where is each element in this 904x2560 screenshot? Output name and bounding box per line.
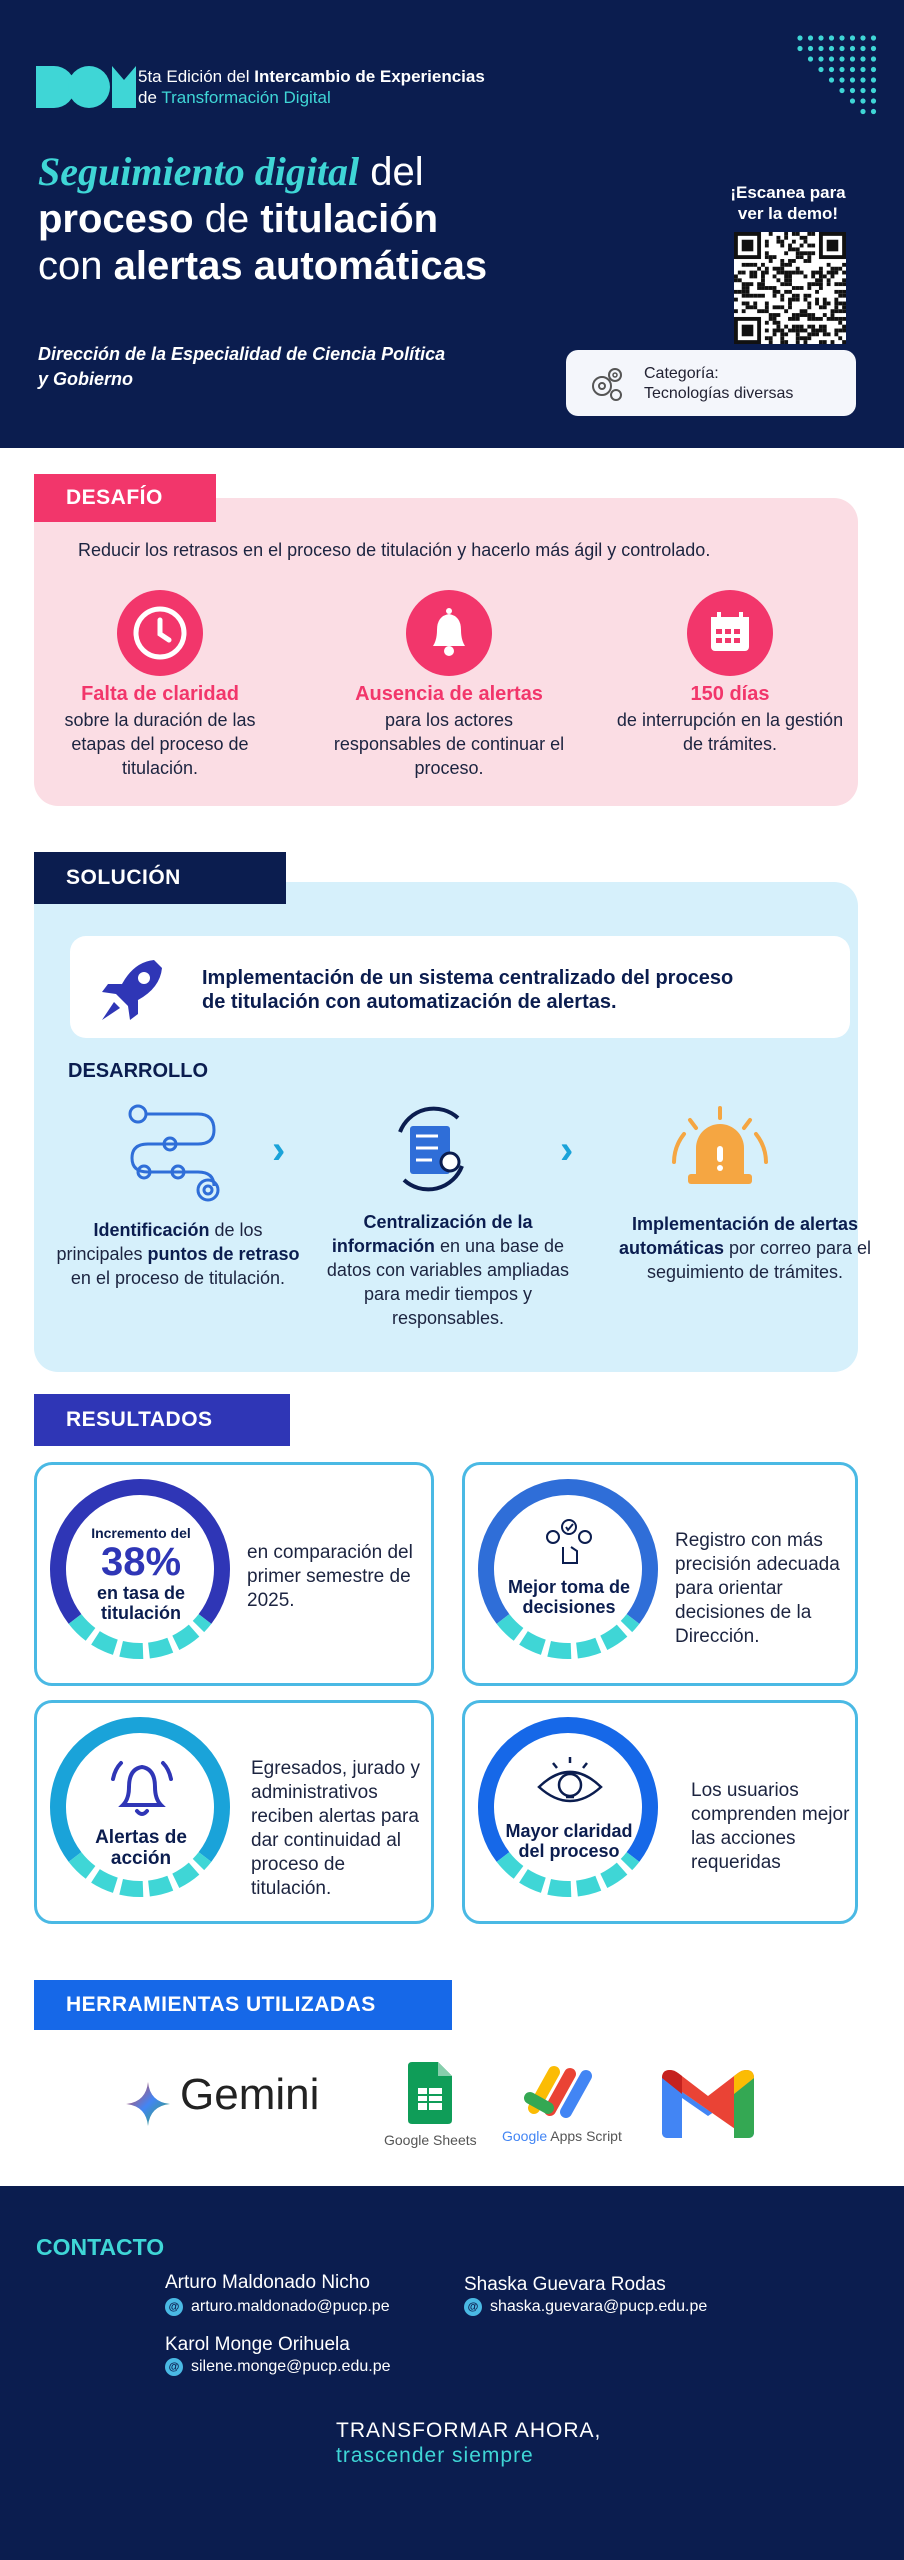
result-card-3: Alertas de acción Egresados, jurado y ad…	[34, 1700, 434, 1924]
solucion-label: SOLUCIÓN	[34, 852, 286, 904]
footer-band	[0, 2186, 904, 2560]
category-label: Categoría:	[644, 365, 719, 382]
logo-mark	[36, 66, 136, 108]
contact-email[interactable]: @silene.monge@pucp.edu.pe	[165, 2358, 391, 2376]
category-value: Tecnologías diversas	[644, 385, 794, 402]
tool-sheets: Google Sheets	[384, 2132, 477, 2148]
alarm-light-icon	[672, 1106, 768, 1184]
gmail-icon	[662, 2070, 754, 2138]
google-sheets-icon	[408, 2062, 452, 2124]
desarrollo-step-1: Identificación de los principales puntos…	[56, 1220, 300, 1288]
page-title: Seguimiento digital del proceso de titul…	[38, 149, 488, 288]
mail-icon: @	[165, 2358, 183, 2376]
contact-name: Karol Monge Orihuela	[165, 2334, 350, 2355]
eye-bulb-icon	[537, 1757, 603, 1803]
gemini-star-icon	[126, 2082, 170, 2126]
bell-icon	[111, 1761, 173, 1816]
dot-grid	[797, 35, 877, 115]
result-ring	[50, 1717, 230, 1898]
contact-name: Arturo Maldonado Nicho	[165, 2272, 370, 2293]
apps-script-icon	[524, 2066, 592, 2118]
chevron-right-icon: ›	[560, 1128, 574, 1172]
desafio-intro: Reducir los retrasos en el proceso de ti…	[78, 540, 711, 560]
result-card-4: Mayor claridad del proceso Los usuarios …	[462, 1700, 858, 1924]
contact-email[interactable]: @shaska.guevara@pucp.edu.pe	[464, 2298, 707, 2316]
calendar-icon	[687, 590, 773, 676]
mail-icon: @	[165, 2298, 183, 2316]
edition-text: 5ta Edición del Intercambio de Experienc…	[138, 67, 485, 107]
tool-apps-script: Google Apps Script	[502, 2128, 622, 2144]
solucion-card-text: Implementación de un sistema centralizad…	[202, 967, 734, 1013]
desafio-label: DESAFÍO	[34, 474, 216, 522]
chevron-right-icon: ›	[272, 1128, 286, 1172]
qr-code[interactable]	[734, 232, 846, 344]
solucion-card: Implementación de un sistema centralizad…	[70, 936, 850, 1038]
result-card-1: Incremento del 38% en tasa de titulación…	[34, 1462, 434, 1686]
result-ring	[478, 1479, 658, 1660]
bell-icon	[406, 590, 492, 676]
clock-icon	[117, 590, 203, 676]
slogan: TRANSFORMAR AHORA,trascender siempre	[336, 2419, 602, 2467]
rocket-icon	[102, 960, 162, 1020]
path-nodes-icon	[128, 1104, 220, 1202]
decision-icon	[546, 1519, 592, 1564]
herramientas-label: HERRAMIENTAS UTILIZADAS	[34, 1980, 452, 2030]
checklist-cycle-icon	[398, 1106, 464, 1192]
contact-name: Shaska Guevara Rodas	[464, 2274, 666, 2295]
result-card-2: Mejor toma de decisiones Registro con má…	[462, 1462, 858, 1686]
category-badge: Categoría: Tecnologías diversas	[566, 350, 856, 416]
contact-email[interactable]: @arturo.maldonado@pucp.pe	[165, 2298, 390, 2316]
desarrollo-label: DESARROLLO	[68, 1060, 208, 1082]
department: Dirección de la Especialidad de Ciencia …	[38, 344, 446, 389]
desarrollo-step-2: Centralización de la información en una …	[326, 1212, 570, 1328]
resultados-label: RESULTADOS	[34, 1394, 290, 1446]
result-ring	[478, 1717, 658, 1898]
gears-icon	[592, 368, 622, 401]
contacto-label: CONTACTO	[36, 2234, 165, 2260]
tool-gemini: Gemini	[180, 2070, 320, 2119]
desarrollo-step-3: Implementación de alertas automáticas po…	[618, 1214, 872, 1282]
result-ring	[50, 1479, 230, 1660]
scan-text: ¡Escanea para ver la demo!	[730, 183, 846, 223]
mail-icon: @	[464, 2298, 482, 2316]
